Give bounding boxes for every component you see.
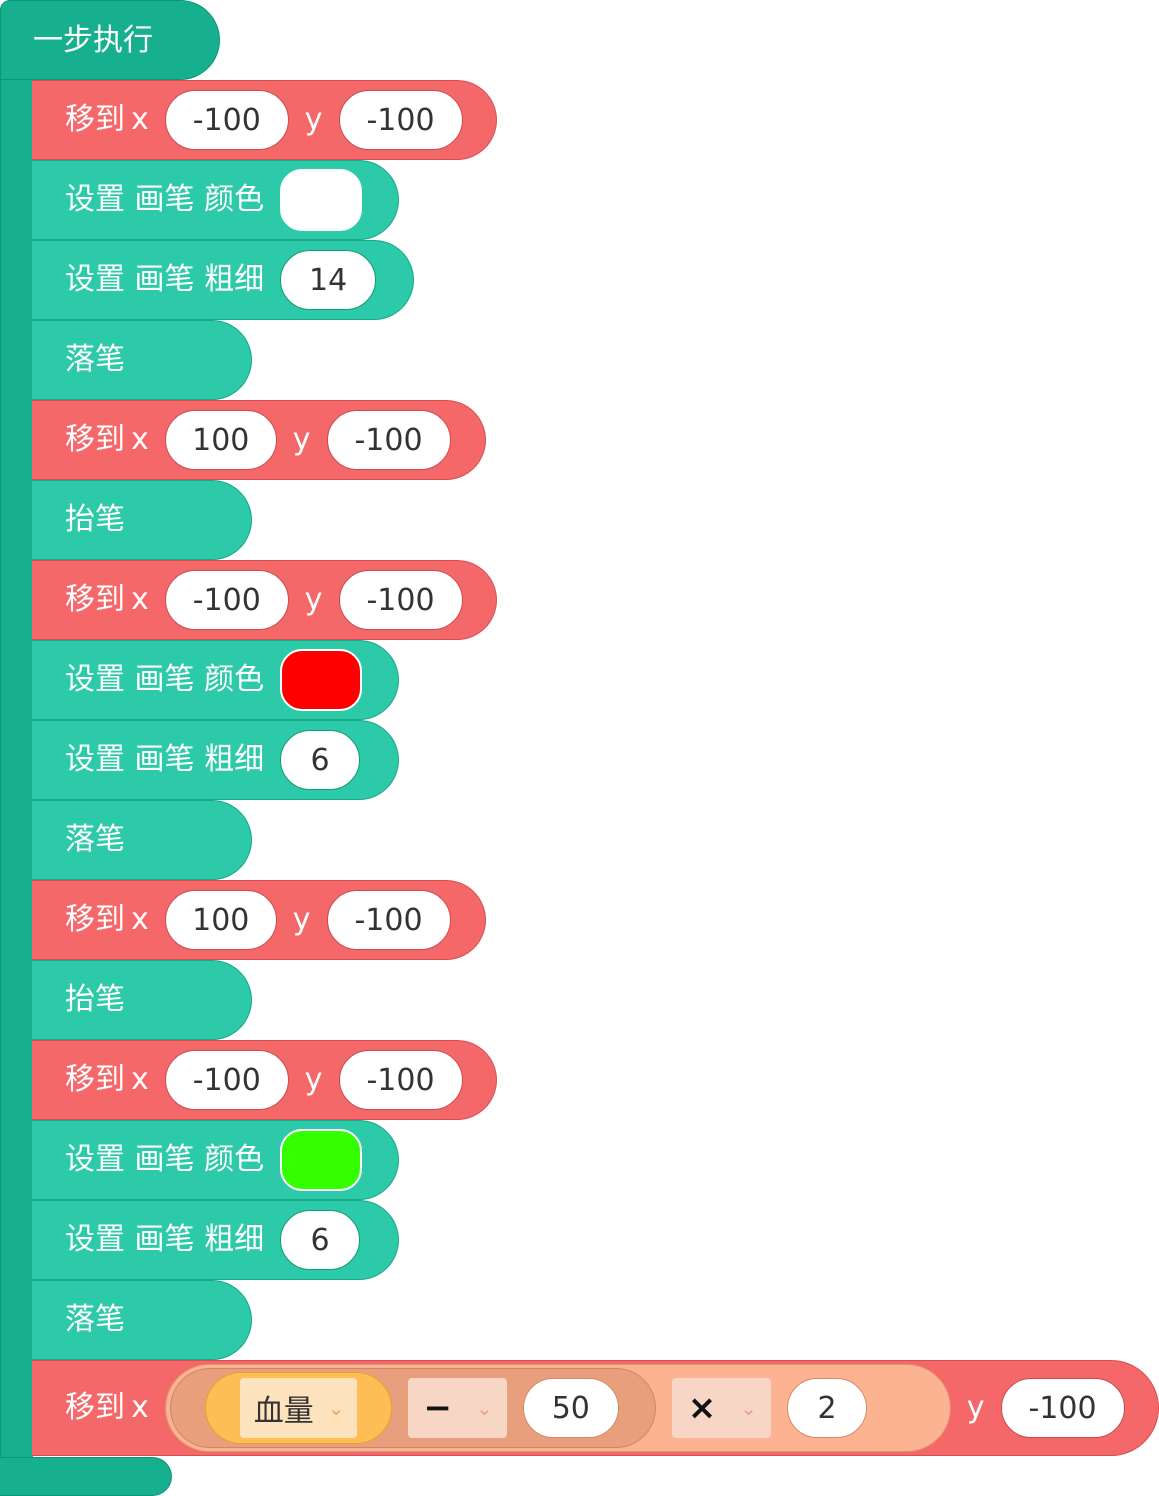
color-swatch[interactable] <box>280 169 363 231</box>
x-input[interactable]: 100 <box>164 410 277 470</box>
variable-reporter[interactable]: 血量 ⌄ <box>204 1372 392 1444</box>
y-input[interactable]: -100 <box>326 410 451 470</box>
move-to-block[interactable]: 移到 x -100 y -100 <box>32 1040 497 1120</box>
minus-operator: − <box>423 1388 453 1428</box>
pen-up-label: 抬笔 <box>65 982 125 1017</box>
y-input[interactable]: -100 <box>338 1050 463 1110</box>
chevron-down-icon: ⌄ <box>327 1396 345 1420</box>
x-label: x <box>131 1062 149 1097</box>
x-label: x <box>131 902 149 937</box>
multiply-number-input[interactable]: 2 <box>787 1378 868 1438</box>
x-label: x <box>131 422 149 457</box>
pen-down-block[interactable]: 落笔 <box>32 800 252 880</box>
x-label: x <box>131 102 149 137</box>
move-to-label: 移到 <box>65 422 125 457</box>
multiply-operator-dropdown[interactable]: × ⌄ <box>671 1378 772 1438</box>
y-label: y <box>966 1390 985 1425</box>
y-input[interactable]: -100 <box>326 890 451 950</box>
pen-down-label: 落笔 <box>65 342 125 377</box>
variable-dropdown[interactable]: 血量 ⌄ <box>239 1378 357 1438</box>
pen-down-block[interactable]: 落笔 <box>32 1280 252 1360</box>
minus-operator-dropdown[interactable]: − ⌄ <box>407 1378 507 1438</box>
move-to-label: 移到 <box>65 902 125 937</box>
pen-up-label: 抬笔 <box>65 502 125 537</box>
move-to-block[interactable]: 移到 x -100 y -100 <box>32 80 497 160</box>
move-to-block[interactable]: 移到 x -100 y -100 <box>32 560 497 640</box>
x-input[interactable]: 100 <box>164 890 277 950</box>
y-input[interactable]: -100 <box>338 570 463 630</box>
y-label: y <box>304 102 323 137</box>
set-pen-width-label: 设置 画笔 粗细 <box>65 1222 265 1257</box>
y-label: y <box>292 902 311 937</box>
move-to-label: 移到 <box>65 102 125 137</box>
multiply-expression[interactable]: 血量 ⌄ − ⌄ 50 × ⌄ 2 <box>164 1364 951 1452</box>
procedure-title: 一步执行 <box>33 23 153 58</box>
set-pen-color-label: 设置 画笔 颜色 <box>65 1142 265 1177</box>
pen-down-block[interactable]: 落笔 <box>32 320 252 400</box>
multiply-operator: × <box>687 1388 717 1428</box>
procedure-body <box>0 40 33 1496</box>
set-pen-color-block[interactable]: 设置 画笔 颜色 <box>32 160 399 240</box>
move-to-label: 移到 <box>65 1390 125 1425</box>
set-pen-color-block[interactable]: 设置 画笔 颜色 <box>32 640 399 720</box>
procedure-hat-block[interactable]: 一步执行 <box>0 0 220 80</box>
y-label: y <box>292 422 311 457</box>
color-swatch[interactable] <box>280 649 363 711</box>
pen-up-block[interactable]: 抬笔 <box>32 960 252 1040</box>
procedure-end-cap <box>0 1457 172 1496</box>
subtract-number-input[interactable]: 50 <box>522 1378 619 1438</box>
variable-name: 血量 <box>253 1394 314 1429</box>
move-to-block[interactable]: 移到 x 100 y -100 <box>32 400 486 480</box>
set-pen-width-block[interactable]: 设置 画笔 粗细 14 <box>32 240 414 320</box>
chevron-down-icon: ⌄ <box>476 1396 493 1420</box>
y-input[interactable]: -100 <box>338 90 463 150</box>
subtract-expression[interactable]: 血量 ⌄ − ⌄ 50 <box>169 1368 656 1448</box>
move-to-expression-block[interactable]: 移到 x 血量 ⌄ − ⌄ 50 × ⌄ 2 <box>32 1360 1159 1456</box>
pen-down-label: 落笔 <box>65 1302 125 1337</box>
pen-down-label: 落笔 <box>65 822 125 857</box>
y-label: y <box>304 582 323 617</box>
move-to-label: 移到 <box>65 1062 125 1097</box>
set-pen-width-block[interactable]: 设置 画笔 粗细 6 <box>32 720 399 800</box>
x-label: x <box>131 582 149 617</box>
width-input[interactable]: 14 <box>280 250 377 310</box>
width-input[interactable]: 6 <box>280 730 361 790</box>
set-pen-color-label: 设置 画笔 颜色 <box>65 182 265 217</box>
set-pen-width-label: 设置 画笔 粗细 <box>65 262 265 297</box>
move-to-label: 移到 <box>65 582 125 617</box>
x-label: x <box>131 1390 149 1425</box>
x-input[interactable]: -100 <box>164 90 289 150</box>
x-input[interactable]: -100 <box>164 570 289 630</box>
move-to-block[interactable]: 移到 x 100 y -100 <box>32 880 486 960</box>
x-input[interactable]: -100 <box>164 1050 289 1110</box>
set-pen-color-block[interactable]: 设置 画笔 颜色 <box>32 1120 399 1200</box>
y-input[interactable]: -100 <box>1000 1378 1125 1438</box>
chevron-down-icon: ⌄ <box>740 1396 758 1420</box>
set-pen-width-block[interactable]: 设置 画笔 粗细 6 <box>32 1200 399 1280</box>
width-input[interactable]: 6 <box>280 1210 361 1270</box>
y-label: y <box>304 1062 323 1097</box>
pen-up-block[interactable]: 抬笔 <box>32 480 252 560</box>
color-swatch[interactable] <box>280 1129 363 1191</box>
set-pen-color-label: 设置 画笔 颜色 <box>65 662 265 697</box>
set-pen-width-label: 设置 画笔 粗细 <box>65 742 265 777</box>
